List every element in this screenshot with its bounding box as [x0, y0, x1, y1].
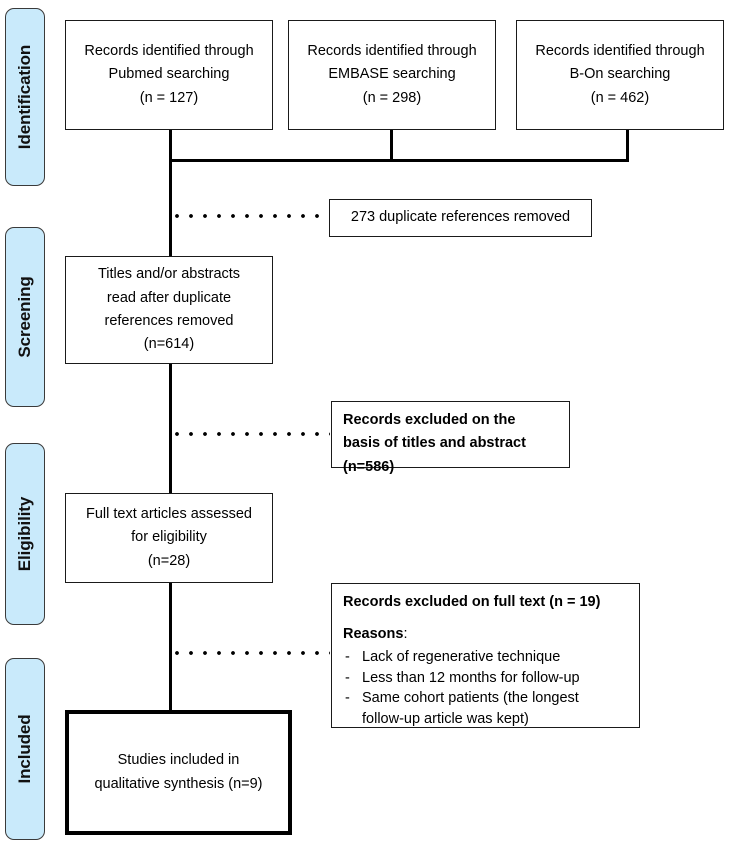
box-pubmed-line2: Pubmed searching	[108, 66, 230, 83]
stage-label-screening: Screening	[15, 276, 34, 358]
included-line1: Studies included in	[117, 752, 240, 769]
excluded-titles-count: (n=586)	[343, 458, 395, 475]
box-bon-line1: Records identified through	[535, 42, 705, 59]
screening-line2: read after duplicate	[106, 289, 232, 306]
stage-label-included: Included	[15, 714, 34, 784]
box-embase-line2: EMBASE searching	[328, 66, 456, 83]
stage-label-identification: Identification	[15, 44, 34, 150]
reason-item: - Same cohort patients (the longest	[343, 688, 630, 709]
excluded-fulltext-heading: Records excluded on full text (n = 19)	[343, 594, 601, 610]
box-bon-count: (n = 462)	[590, 89, 650, 106]
reason-text: Less than 12 months for follow-up	[362, 669, 580, 686]
eligibility-line2: for eligibility	[131, 529, 207, 546]
excluded-titles-line1: Records excluded on the	[343, 412, 516, 428]
included-line2: qualitative synthesis (n=9)	[94, 775, 263, 792]
excluded-fulltext-spacer	[343, 614, 630, 623]
box-records-bon: Records identified through B-On searchin…	[516, 20, 724, 130]
reasons-label: Reasons	[343, 626, 404, 643]
box-embase-count: (n = 298)	[362, 89, 422, 106]
connector-junction-bar	[169, 159, 629, 162]
excluded-fulltext-reasons-label-row: Reasons:	[343, 623, 630, 646]
connector-junction-to-screening	[169, 159, 172, 258]
box-records-embase: Records identified through EMBASE search…	[288, 20, 496, 130]
reason-item: - Lack of regenerative technique	[343, 647, 630, 668]
box-embase-line1: Records identified through	[307, 42, 477, 59]
reasons-list: - Lack of regenerative technique - Less …	[343, 647, 630, 729]
box-bon-line2: B-On searching	[569, 66, 671, 83]
reason-text: Lack of regenerative technique	[362, 648, 561, 665]
connector-eligibility-to-included	[169, 581, 172, 712]
box-pubmed-count: (n = 127)	[139, 89, 199, 106]
connector-embase-down	[390, 128, 393, 162]
box-records-pubmed: Records identified through Pubmed search…	[65, 20, 273, 130]
box-pubmed-line1: Records identified through	[84, 42, 254, 59]
box-excluded-titles-abstract: Records excluded on the basis of titles …	[331, 401, 570, 475]
eligibility-count: (n=28)	[147, 552, 191, 569]
box-studies-included: Studies included in qualitative synthesi…	[65, 710, 292, 835]
reason-dash: -	[345, 669, 350, 686]
box-excluded-fulltext: Records excluded on full text (n = 19) R…	[331, 583, 640, 728]
stage-pill-identification: Identification	[5, 8, 45, 186]
reasons-colon: :	[403, 626, 408, 643]
box-titles-abstracts-screened: Titles and/or abstracts read after dupli…	[65, 256, 273, 364]
connector-dotted-duplicates	[170, 214, 328, 218]
screening-count: (n=614)	[143, 336, 195, 353]
reason-text: Same cohort patients (the longest	[362, 690, 579, 707]
reason-dash: -	[345, 690, 350, 707]
box-fulltext-assessed: Full text articles assessed for eligibil…	[65, 493, 273, 583]
reason-text: follow-up article was kept)	[362, 710, 529, 727]
duplicates-text: 273 duplicate references removed	[350, 209, 571, 226]
connector-dotted-excluded-titles	[170, 432, 330, 436]
excluded-titles-line2: basis of titles and abstract	[343, 435, 526, 452]
eligibility-line1: Full text articles assessed	[85, 505, 252, 522]
stage-pill-eligibility: Eligibility	[5, 443, 45, 625]
screening-line1: Titles and/or abstracts	[97, 266, 241, 283]
connector-bon-down	[626, 128, 629, 162]
screening-line3: references removed	[104, 313, 234, 329]
reason-dash: -	[345, 648, 350, 665]
box-duplicates-removed: 273 duplicate references removed	[329, 199, 592, 237]
reason-item: - Less than 12 months for follow-up	[343, 668, 630, 689]
stage-label-eligibility: Eligibility	[15, 496, 34, 572]
connector-dotted-excluded-fulltext	[170, 651, 330, 655]
stage-pill-screening: Screening	[5, 227, 45, 407]
reason-item: follow-up article was kept)	[343, 709, 630, 730]
stage-pill-included: Included	[5, 658, 45, 840]
connector-pubmed-down	[169, 128, 172, 162]
connector-screening-to-eligibility	[169, 362, 172, 495]
